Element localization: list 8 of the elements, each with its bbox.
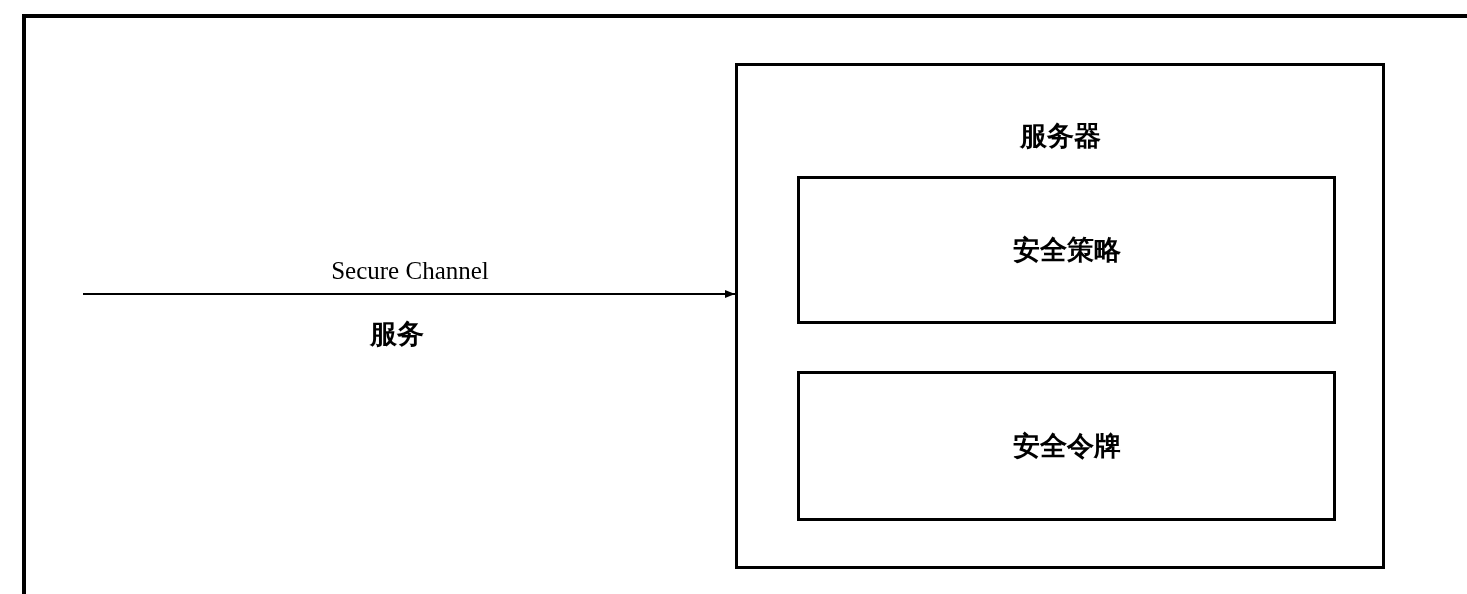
arrow xyxy=(82,290,736,298)
service-label: 服务 xyxy=(370,318,424,351)
box-label: 安全令牌 xyxy=(1011,430,1122,463)
box-title: 服务器 xyxy=(1018,120,1102,153)
process-box xyxy=(797,371,1336,521)
server-box xyxy=(735,63,1385,569)
box-label: 安全策略 xyxy=(1011,234,1122,267)
process-box xyxy=(797,176,1336,324)
